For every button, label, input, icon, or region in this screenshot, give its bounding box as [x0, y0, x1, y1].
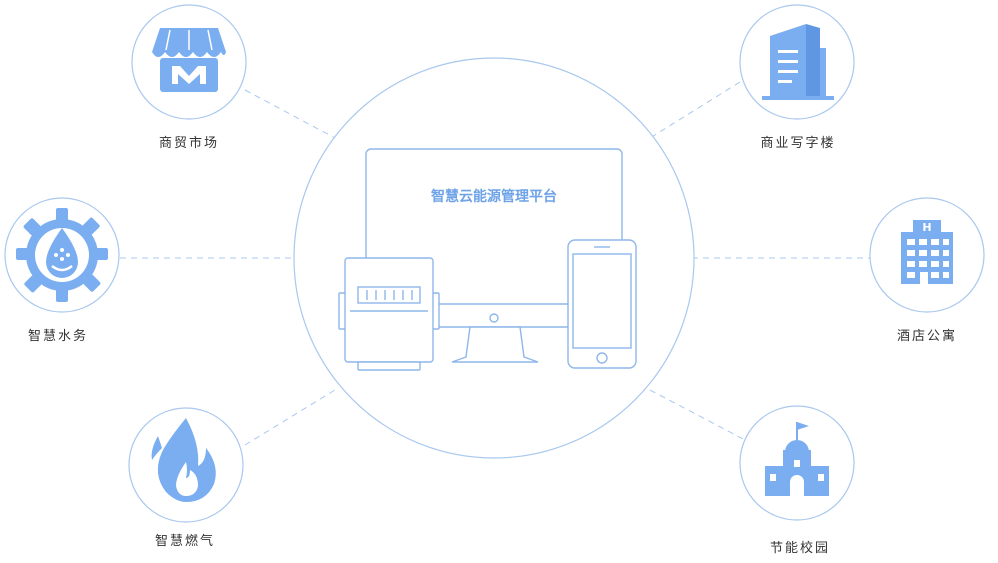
node-label-office: 商业写字楼	[760, 136, 836, 151]
connector-market	[244, 89, 336, 139]
node-label-hotel: 酒店公寓	[896, 329, 958, 344]
connectors	[120, 81, 870, 446]
connector-office	[649, 81, 741, 139]
flame-icon	[151, 418, 216, 502]
svg-text:H: H	[922, 221, 931, 234]
connector-campus	[649, 389, 746, 441]
phone-icon	[567, 239, 637, 369]
node-label-campus: 节能校园	[769, 541, 831, 556]
node-label-market: 商贸市场	[158, 136, 220, 151]
node-label-gas: 智慧燃气	[154, 534, 216, 549]
connector-gas	[244, 389, 336, 446]
water-gear-icon	[16, 208, 108, 302]
market-stall-icon	[152, 28, 226, 92]
hotel-building-icon: H	[901, 220, 953, 284]
platform-title: 智慧云能源管理平台	[430, 188, 557, 205]
node-label-water: 智慧水务	[27, 329, 89, 344]
meter-icon	[338, 257, 440, 371]
school-icon	[765, 422, 829, 496]
office-building-icon	[762, 24, 834, 100]
